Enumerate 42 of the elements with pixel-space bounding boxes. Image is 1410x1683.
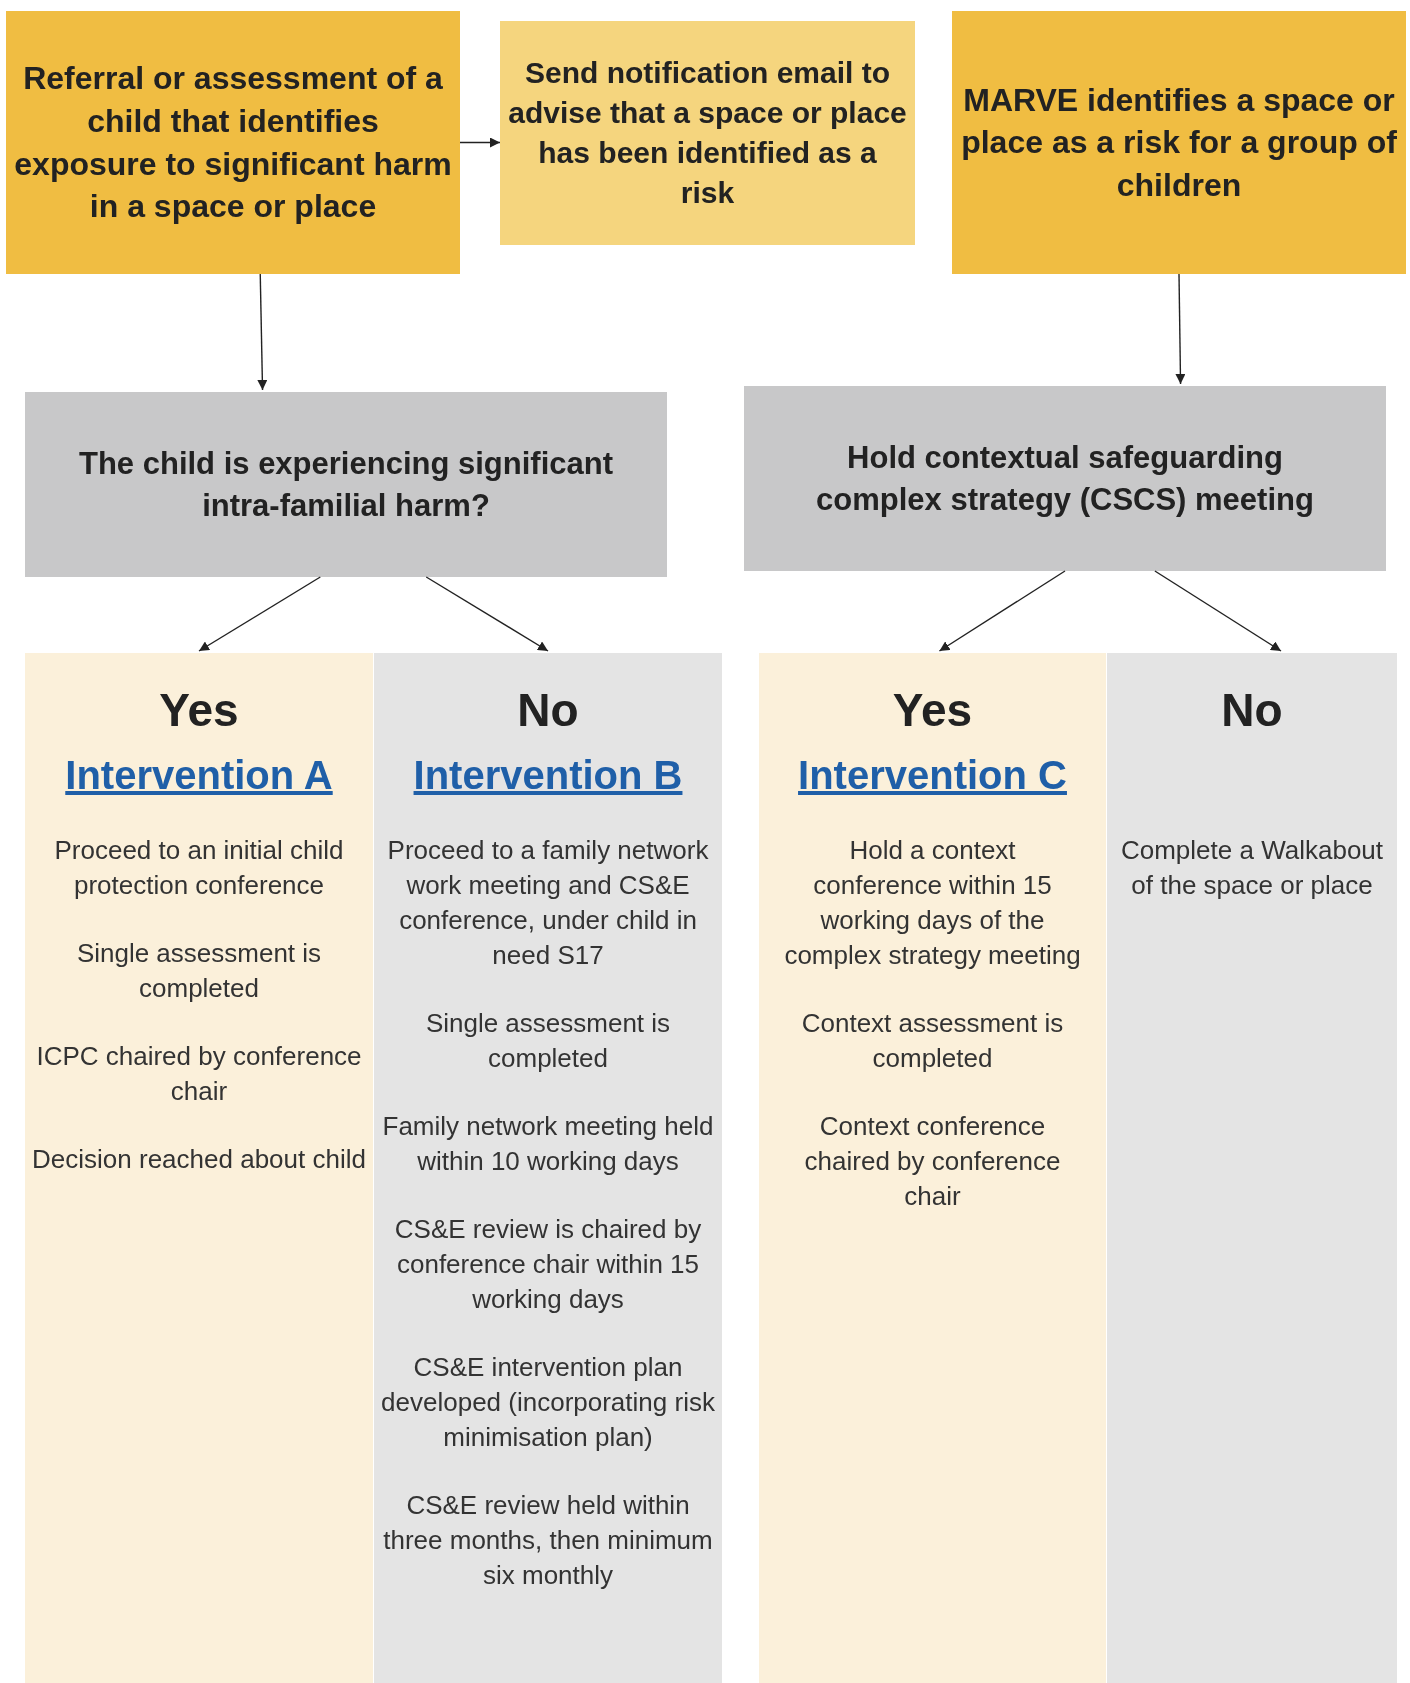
box-text: MARVE identifies a space or place as a risk for a group of children [960,80,1398,205]
column-heading: Yes [159,683,239,737]
outcome-column [25,653,373,1683]
step-text: Complete a Walkabout of the space or place [1119,834,1385,902]
step-text: Single assessment is completed [75,937,323,1005]
outcome-column [1107,653,1397,1683]
column-heading: Yes [892,683,973,737]
step-text: CS&E intervention plan developed (incorporating risk minimisation plan) [380,1351,716,1454]
intervention-link: Intervention A [65,753,333,798]
process-box [952,11,1406,274]
step-text: Context assessment is completed [800,1007,1065,1075]
step-text: CS&E review held within three months, then minimum six monthly [382,1489,714,1592]
arrow [198,576,321,652]
box-text: Send notification email to advise that a space or place has been identified as a risk [508,55,907,211]
step-text: Family network meeting held within 10 working days [381,1110,715,1178]
step-text: Decision reached about child [31,1143,367,1176]
arrow [938,570,1066,652]
intervention-link: Intervention B [413,753,683,798]
step-text: Single assessment is completed [424,1007,672,1075]
step-text: Proceed to an initial child protection conference [53,834,345,902]
step-text: Context conference chaired by conference chair [803,1110,1062,1213]
column-heading: No [517,683,579,737]
step-text: ICPC chaired by conference chair [35,1040,363,1108]
box-text: Referral or assessment of a child that identifies exposure to significant harm in a space or place [14,59,452,227]
column-heading: No [1221,683,1283,737]
process-box [6,11,460,274]
step-text: Proceed to a family network work meeting and CS&E conference, under child in need S17 [386,834,710,972]
outcome-column [374,653,722,1683]
step-text: CS&E review is chaired by conference chair within 15 working days [393,1213,703,1316]
decision-box [25,392,667,577]
intervention-link: Intervention C [798,753,1067,798]
process-box [744,386,1386,571]
arrow [1154,570,1282,652]
arrow [459,137,501,148]
outcome-column [759,653,1106,1683]
notification-box [500,21,915,245]
box-text: The child is experiencing significant intra-familial harm? [78,444,614,525]
step-text: Hold a context conference within 15 working days of the complex strategy meeting [783,834,1082,972]
box-text: Hold contextual safeguarding complex strategy (CSCS) meeting [815,438,1315,519]
arrow [425,576,549,652]
arrow [1175,273,1186,385]
arrow [257,273,268,391]
